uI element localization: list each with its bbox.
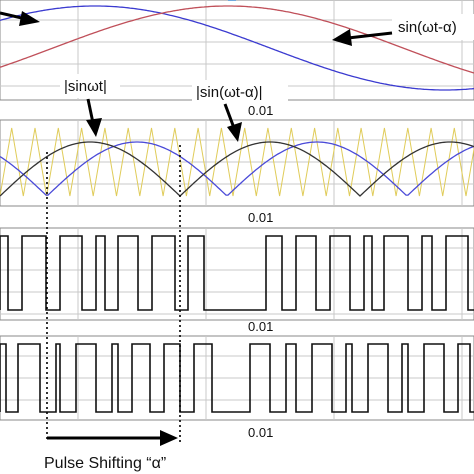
sin-shifted-arrow xyxy=(347,31,393,40)
top-left-arrow-head xyxy=(19,11,40,26)
pulse-train-a xyxy=(0,235,474,311)
panel-sines-tick-label: 0.01 xyxy=(248,103,273,118)
panel-pulse-a-frame xyxy=(0,227,474,321)
sin-shifted-label: sin(ωt-α) xyxy=(398,19,457,36)
panel-pulse-b xyxy=(0,335,474,421)
sin-wt-curve xyxy=(0,5,474,91)
panel-pulse-b-frame xyxy=(0,335,474,421)
abs-sin-shifted-arrow-head xyxy=(227,122,242,142)
pulse-train-b xyxy=(0,343,474,413)
abs-sin-shifted-curve xyxy=(0,141,474,197)
abs-sin-shifted-label-bg xyxy=(192,80,288,104)
abs-sin-arrow xyxy=(86,98,95,124)
pulse-shift-label: Pulse Shifting “α” xyxy=(44,455,166,472)
panel-pulse-b-tick-label: 0.01 xyxy=(248,425,273,440)
panel-pulse-a-tick-label: 0.01 xyxy=(248,319,273,334)
abs-sin-label-bg xyxy=(60,74,120,98)
triangle-carrier-curve xyxy=(0,127,474,197)
panel-rectified-frame xyxy=(0,119,474,207)
sin-shifted-label-bg xyxy=(392,14,474,40)
sin-shifted-curve xyxy=(0,5,474,74)
pulse-shift-arrow-head xyxy=(160,430,178,446)
panel-rectified xyxy=(0,119,474,207)
abs-sin-wt-curve xyxy=(0,141,474,196)
panel-rectified-tick-label: 0.01 xyxy=(248,210,273,225)
sin-shifted-arrow-head xyxy=(332,29,352,46)
abs-sin-label: |sinωt| xyxy=(64,78,107,95)
abs-sin-shifted-arrow xyxy=(223,103,236,129)
panel-pulse-b-grid xyxy=(0,336,474,420)
abs-sin-shifted-label: |sin(ωt-α)| xyxy=(196,84,263,101)
panel-pulse-a xyxy=(0,227,474,321)
panel-pulse-a-grid xyxy=(0,228,474,320)
abs-sin-arrow-head xyxy=(86,118,102,137)
